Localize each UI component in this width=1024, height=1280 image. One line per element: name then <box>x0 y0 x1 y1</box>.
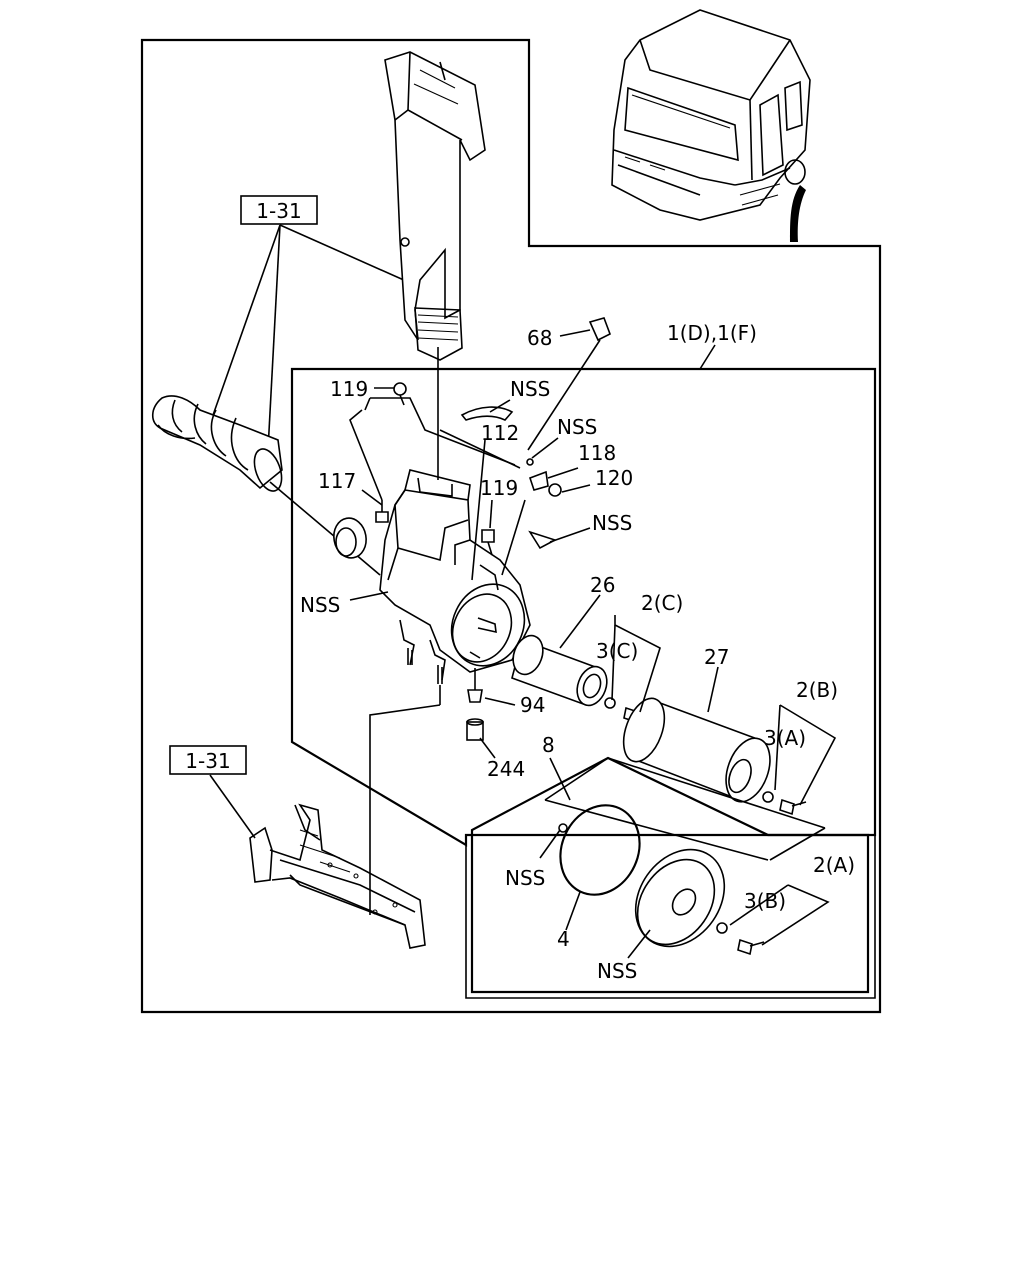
air-cleaner-housing <box>379 469 531 681</box>
label-nss-4: NSS <box>300 593 340 617</box>
ref-label-bottom[interactable]: 1-31 <box>185 749 230 773</box>
outer-frame <box>140 38 882 1014</box>
label-part-8: 8 <box>542 733 555 757</box>
group-box-main <box>290 367 877 847</box>
chassis-frame-bracket <box>249 803 426 949</box>
label-part-3c: 3(C) <box>596 639 638 663</box>
label-part-3a: 3(A) <box>764 726 806 750</box>
group-box-element-8 <box>470 756 870 994</box>
label-part-3b: 3(B) <box>744 889 786 913</box>
label-nss-3: NSS <box>592 511 632 535</box>
label-part-4: 4 <box>557 927 570 951</box>
label-part-120: 120 <box>595 466 633 490</box>
label-part-94: 94 <box>520 693 545 717</box>
leaders-ref-top <box>211 224 439 576</box>
element-8-parts <box>558 804 765 956</box>
label-nss-2: NSS <box>557 415 597 439</box>
label-part-119-top: 119 <box>330 377 368 401</box>
label-part-2b: 2(B) <box>796 678 838 702</box>
label-part-117: 117 <box>318 469 356 493</box>
label-part-244: 244 <box>487 757 525 781</box>
cap-disc <box>333 517 367 559</box>
label-part-2c: 2(C) <box>641 591 683 615</box>
label-part-26: 26 <box>590 573 615 597</box>
truck-cab-illustration <box>611 9 811 242</box>
hardware-bolts <box>364 317 612 741</box>
label-part-27: 27 <box>704 645 729 669</box>
label-nss-6: NSS <box>597 959 637 983</box>
ref-label-top[interactable]: 1-31 <box>256 199 301 223</box>
label-nss-1: NSS <box>510 377 550 401</box>
leader-lines <box>209 329 837 959</box>
corrugated-hose <box>151 395 283 492</box>
label-part-112: 112 <box>481 421 519 445</box>
label-part-119-lower: 119 <box>480 476 518 500</box>
label-part-68: 68 <box>527 326 552 350</box>
intake-duct <box>384 51 486 361</box>
label-group-main: 1(D),1(F) <box>667 321 757 345</box>
label-part-118: 118 <box>578 441 616 465</box>
label-nss-5: NSS <box>505 866 545 890</box>
ref-box-bottom <box>169 745 247 775</box>
ref-box-top <box>240 195 318 225</box>
label-part-2a: 2(A) <box>813 853 855 877</box>
